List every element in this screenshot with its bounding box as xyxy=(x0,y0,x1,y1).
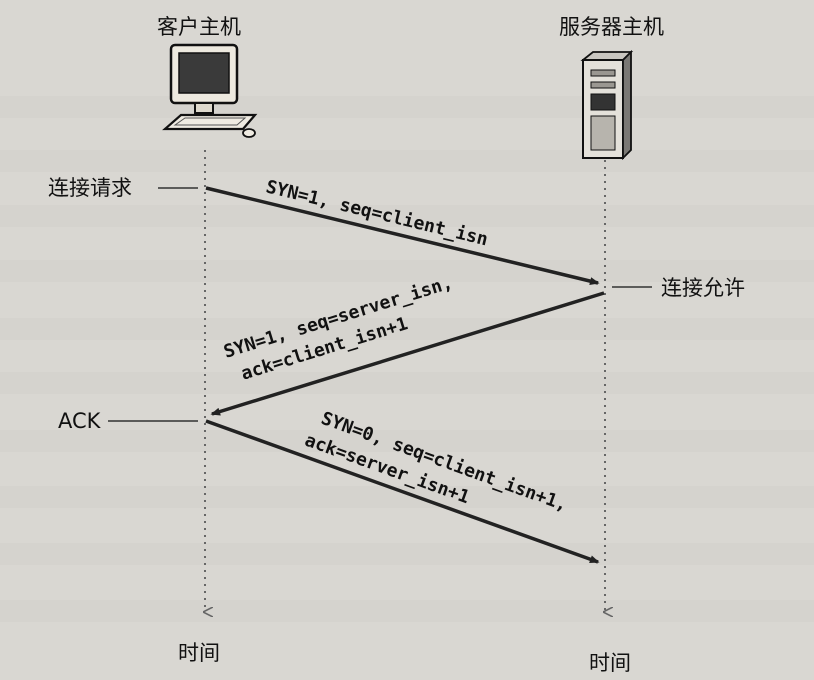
connection-request-label: 连接请求 xyxy=(48,176,132,200)
syn-arrow xyxy=(205,186,600,286)
server-host-label: 服务器主机 xyxy=(559,15,664,39)
client-time-label: 时间 xyxy=(178,641,220,665)
desktop-computer-icon xyxy=(162,43,258,138)
server-tower-icon xyxy=(580,49,634,161)
client-host-label: 客户主机 xyxy=(157,15,241,39)
server-time-label: 时间 xyxy=(589,651,631,675)
synack-arrow xyxy=(210,291,605,416)
connection-granted-label: 连接允许 xyxy=(661,276,745,300)
ack-arrow xyxy=(205,419,600,564)
ack-label: ACK xyxy=(58,409,102,433)
